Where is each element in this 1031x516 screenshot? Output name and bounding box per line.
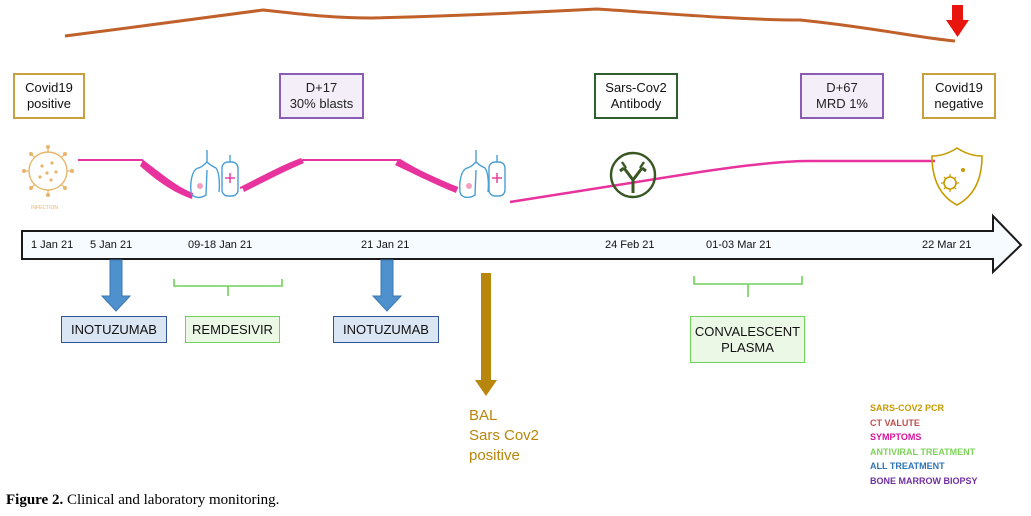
legend-item: SYMPTOMS — [870, 432, 922, 442]
virus-icon — [22, 145, 74, 197]
inotuzumab-box-2: INOTUZUMAB — [333, 316, 439, 343]
box-line: CONVALESCENT — [694, 323, 801, 339]
antibody-icon — [609, 151, 657, 199]
inotuzumab-arrow-2 — [371, 259, 403, 312]
box-line: Covid19 — [935, 80, 983, 95]
legend-item: SARS-COV2 PCR — [870, 403, 945, 413]
box-line: D+17 — [305, 80, 338, 95]
caption-label: Figure 2. — [6, 492, 64, 508]
plasma-bracket — [693, 276, 803, 297]
bal-line: BAL — [469, 407, 498, 424]
timeline-arrow — [21, 213, 1023, 275]
box-line: INOTUZUMAB — [71, 321, 157, 337]
date-label: 5 Jan 21 — [90, 239, 133, 251]
symptoms-thick-2 — [242, 158, 304, 192]
bal-arrow — [475, 273, 497, 396]
covid-negative-box: Covid19 negative — [922, 73, 996, 119]
box-line: Covid19 — [25, 80, 73, 95]
date-label: 01-03 Mar 21 — [706, 239, 772, 251]
date-label: 09-18 Jan 21 — [188, 239, 253, 251]
remdesivir-bracket — [173, 279, 283, 296]
remdesivir-box: REMDESIVIR — [185, 316, 280, 343]
legend-item: CT VALUTE — [870, 417, 920, 428]
figure-caption: Figure 2. Clinical and laboratory monito… — [6, 492, 279, 509]
box-line: Sars-Cov2 — [605, 80, 667, 95]
red-down-arrow-icon — [946, 5, 969, 37]
box-line: MRD 1% — [815, 96, 868, 111]
box-line: INOTUZUMAB — [343, 321, 429, 337]
bal-result-text: BAL Sars Cov2 positive — [469, 406, 539, 466]
legend: SARS-COV2 PCR CT VALUTE SYMPTOMS ANTIVIRAL … — [870, 401, 978, 488]
inotuzumab-box-1: INOTUZUMAB — [61, 316, 167, 343]
convalescent-plasma-box: CONVALESCENT PLASMA — [690, 316, 805, 363]
date-label: 1 Jan 21 — [31, 239, 74, 251]
box-line: Antibody — [610, 96, 662, 111]
d67-mrd-box: D+67 MRD 1% — [800, 73, 884, 119]
antibody-box: Sars-Cov2 Antibody — [594, 73, 678, 119]
caption-text: Clinical and laboratory monitoring. — [63, 492, 280, 508]
covid-positive-box: Covid19 positive — [13, 73, 85, 119]
d17-blasts-box: D+17 30% blasts — [279, 73, 364, 119]
inotuzumab-arrow-1 — [100, 259, 132, 312]
symptoms-curve-3 — [509, 159, 935, 204]
lungs-drip-icon-2 — [459, 150, 506, 199]
shield-virus-icon — [931, 147, 983, 206]
bal-line: Sars Cov2 — [469, 427, 540, 444]
box-line: positive — [26, 96, 72, 111]
ct-value-curve — [64, 7, 956, 43]
box-line: REMDESIVIR — [192, 321, 273, 337]
symptoms-thick-3 — [395, 160, 458, 193]
symptoms-thick-1 — [140, 160, 193, 199]
legend-item: BONE MARROW BIOPSY — [870, 475, 978, 486]
box-line: PLASMA — [721, 339, 774, 355]
legend-item: ANTIVIRAL TREATMENT — [870, 446, 976, 457]
date-label: 24 Feb 21 — [605, 239, 655, 251]
bal-line: positive — [469, 447, 520, 464]
infection-icon-label: INFECTION — [31, 205, 58, 211]
legend-item: ALL TREATMENT — [870, 461, 945, 471]
box-line: negative — [934, 96, 984, 111]
box-line: 30% blasts — [289, 96, 354, 111]
lungs-drip-icon-1 — [190, 150, 239, 199]
date-label: 22 Mar 21 — [922, 239, 972, 251]
box-line: D+67 — [826, 80, 858, 95]
date-label: 21 Jan 21 — [361, 239, 410, 251]
